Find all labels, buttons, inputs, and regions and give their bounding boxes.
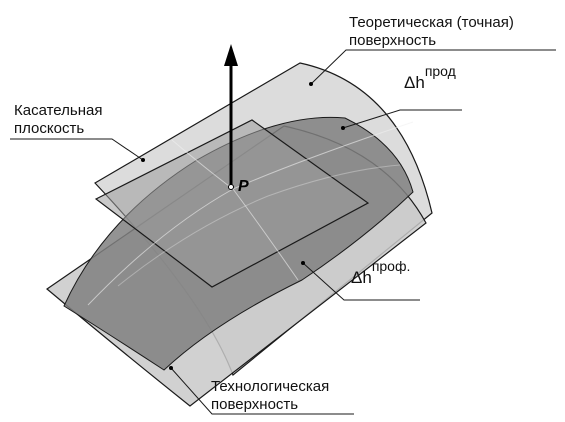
- label-technological-surface-line2: поверхность: [211, 396, 299, 413]
- delta-h-prof-superscript: проф.: [371, 258, 411, 274]
- leader-technological-surface: [170, 367, 354, 415]
- leader-dot-theoretical: [309, 82, 313, 86]
- label-technological-surface-line1: Технологическая: [211, 378, 330, 395]
- point-p-marker: [228, 184, 234, 190]
- leader-delta-h-prof: [302, 262, 420, 301]
- leader-dot-technological: [169, 366, 173, 370]
- label-theoretical-surface-line1: Теоретическая (точная): [349, 14, 514, 31]
- label-tangent-plane: Касательная плоскость: [14, 102, 102, 138]
- leader-theoretical-surface: [310, 49, 556, 85]
- leader-lines: [10, 49, 556, 415]
- label-delta-h-prof: Δhпроф.: [351, 258, 410, 288]
- label-tangent-plane-line2: плоскость: [14, 120, 85, 137]
- leader-dot-delta-h-prof: [301, 261, 305, 265]
- normal-vector-arrowhead: [224, 44, 238, 66]
- leader-dot-tangent: [141, 158, 145, 162]
- label-point-p: P: [238, 178, 249, 195]
- leader-tangent-plane: [10, 138, 144, 161]
- label-technological-surface: Технологическая поверхность: [211, 378, 329, 414]
- delta-h-prof-symbol: Δh: [351, 268, 372, 287]
- label-theoretical-surface: Теоретическая (точная) поверхность: [349, 14, 514, 50]
- label-delta-h-prod: Δhпрод: [404, 63, 456, 93]
- delta-h-prod-symbol: Δh: [404, 73, 425, 92]
- leader-dot-delta-h-prod: [341, 126, 345, 130]
- label-theoretical-surface-line2: поверхность: [349, 32, 437, 49]
- surface-hatch-line: [117, 164, 401, 287]
- delta-h-prod-superscript: прод: [424, 63, 456, 79]
- label-tangent-plane-line1: Касательная: [14, 102, 103, 119]
- leader-delta-h-prod: [342, 109, 462, 129]
